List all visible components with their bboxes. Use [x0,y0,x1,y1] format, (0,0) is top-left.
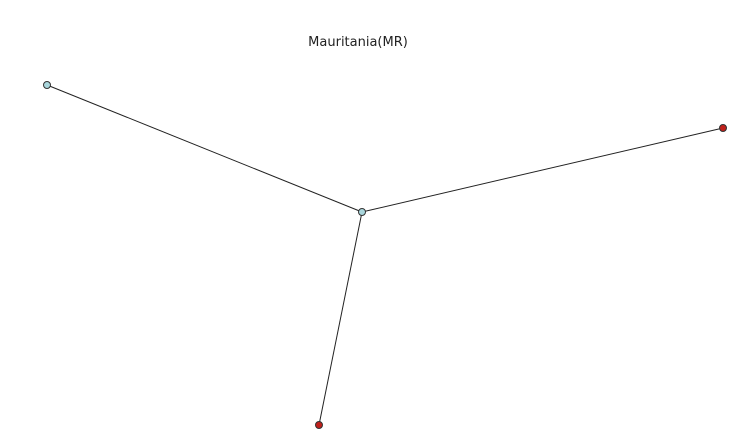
graph-title: Mauritania(MR) [308,35,408,50]
graph-node-n1 [43,81,51,89]
graph-node-n2 [358,208,366,216]
graph-node-n4 [315,421,323,429]
graph-edge-n1-n2 [46,84,363,213]
graph-edge-n2-n3 [361,127,724,213]
nodes-layer [43,81,727,429]
edges-layer [46,84,724,426]
graph-edge-n2-n4 [318,211,363,426]
graph-node-n3 [719,124,727,132]
